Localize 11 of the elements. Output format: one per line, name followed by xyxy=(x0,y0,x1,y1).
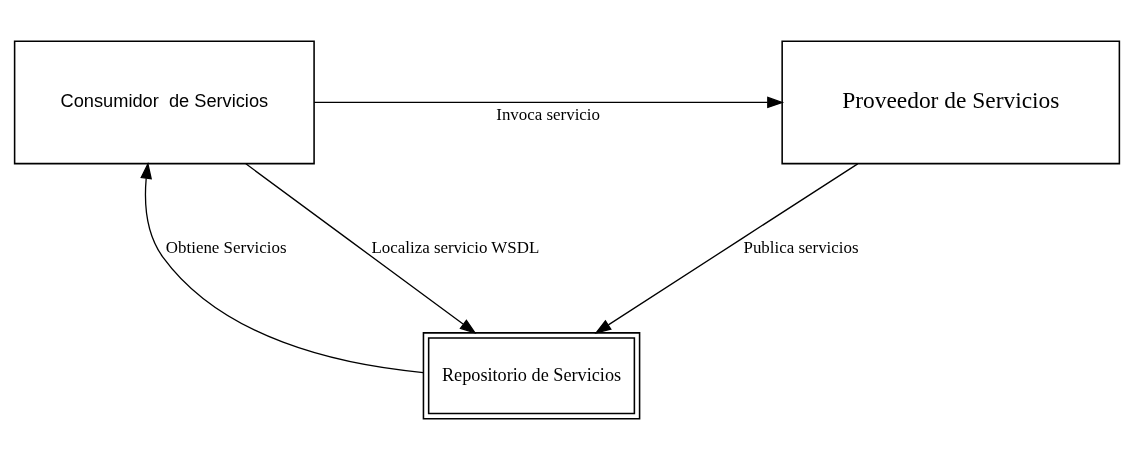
arrow xyxy=(245,163,477,334)
edge-label: Localiza servicio WSDL xyxy=(371,237,540,257)
edge-label: Obtiene Servicios xyxy=(165,237,287,257)
node-box: Repositorio de Servicios xyxy=(422,332,641,420)
node-box: Consumidor de Servicios xyxy=(13,40,315,165)
arrow xyxy=(313,96,785,109)
arrow xyxy=(594,163,859,334)
arrow xyxy=(140,162,424,374)
edge-label: Invoca servicio xyxy=(496,104,600,124)
node-box: Proveedor de Servicios xyxy=(781,40,1121,165)
edge-label: Publica servicios xyxy=(743,237,859,257)
